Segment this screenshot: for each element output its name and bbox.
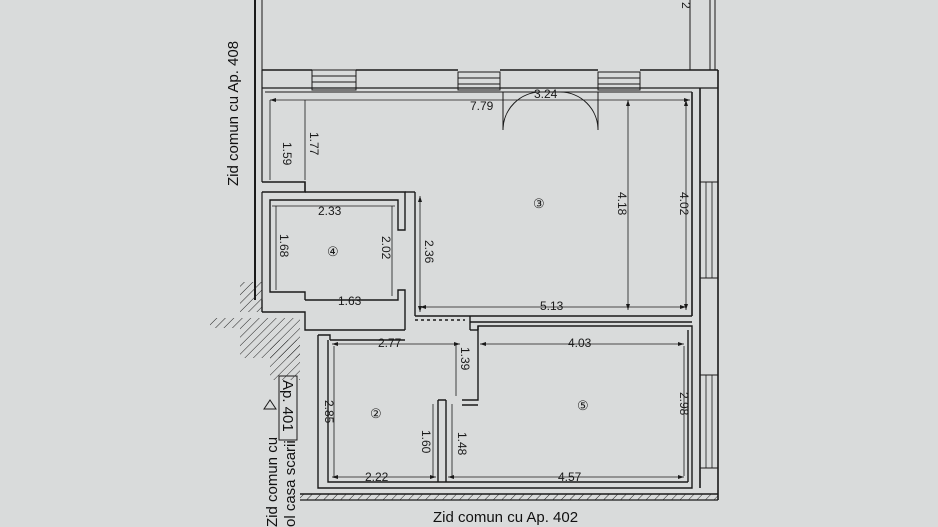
- dim-room4-bottom: 1.63: [338, 294, 362, 308]
- dim-room5-top: 4.03: [568, 336, 592, 350]
- label-wall-stairs-1: Zid comun cu: [264, 437, 281, 527]
- entry-door: [502, 91, 599, 131]
- label-wall-stairs-2: ol casa scarii: [282, 440, 299, 527]
- dimension-lines: [269, 99, 690, 478]
- dim-left-a: 1.59: [280, 142, 294, 166]
- dim-room2-left-height: 2.85: [322, 400, 336, 424]
- dim-room2-top: 2.77: [378, 336, 402, 350]
- label-wall-ap408: Zid comun cu Ap. 408: [225, 41, 242, 186]
- lower-rooms: [317, 325, 693, 489]
- dim-room4-height: 1.68: [277, 234, 291, 258]
- label-wall-ap402: Zid comun cu Ap. 402: [433, 509, 578, 526]
- room-2-label: ②: [370, 406, 382, 421]
- top-steps: [311, 69, 641, 91]
- dim-room4-width: 2.33: [318, 204, 342, 218]
- apartment-box: [278, 375, 298, 441]
- dim-partition-left: 1.60: [419, 430, 433, 454]
- north-marker: [263, 399, 277, 410]
- middle-partition: [262, 311, 692, 331]
- dim-room5-bottom: 4.57: [558, 470, 582, 484]
- dimension-arrows: [270, 98, 690, 479]
- room-3-label: ③: [533, 196, 545, 211]
- label-apartment: Ap. 401: [279, 380, 296, 432]
- dim-partition-right: 1.48: [455, 432, 469, 456]
- dim-door-width: 3.24: [534, 87, 558, 101]
- room-5-label: ⑤: [577, 398, 589, 413]
- dim-partition-upper: 1.39: [458, 347, 472, 371]
- dim-top-right-edge: 2: [679, 2, 693, 9]
- dim-room4-inner-height: 2.02: [379, 236, 393, 260]
- dim-room3-bottom: 5.13: [540, 299, 564, 313]
- dim-room5-right-height: 2.98: [677, 392, 691, 416]
- dim-corridor-height: 2.36: [422, 240, 436, 264]
- hatched-walls: [210, 282, 718, 500]
- dim-room2-bottom: 2.22: [365, 470, 389, 484]
- dim-left-b: 1.77: [307, 132, 321, 156]
- dim-top-length: 7.79: [470, 99, 494, 113]
- dim-room3-inner-height: 4.18: [615, 192, 629, 216]
- room-4-label: ④: [327, 244, 339, 259]
- dim-room3-right-height: 4.02: [677, 192, 691, 216]
